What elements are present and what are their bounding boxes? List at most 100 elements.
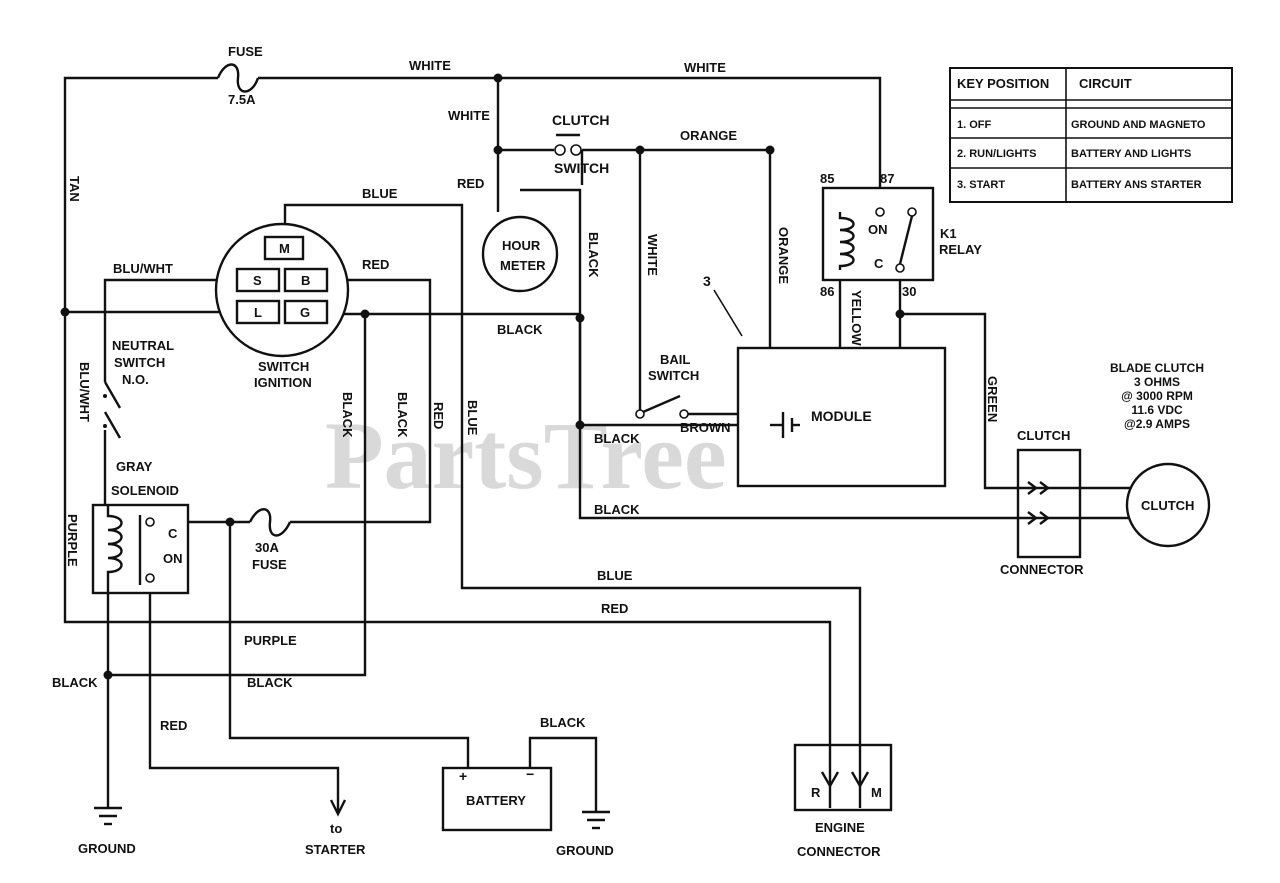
solenoid-name-1: GRAY — [116, 459, 153, 474]
label-red-top: RED — [457, 176, 484, 191]
ignition-label-2: IGNITION — [254, 375, 312, 390]
clutch: CLUTCH — [1125, 462, 1211, 548]
hour-meter: HOUR METER — [481, 215, 559, 293]
callout-3-leader — [713, 289, 743, 337]
blade-clutch-spec-3: @ 3000 RPM — [1121, 389, 1193, 403]
relay-pin-30: 30 — [902, 284, 916, 299]
hour-meter-label-1: HOUR — [502, 238, 541, 253]
neutral-switch-label-3: N.O. — [122, 372, 149, 387]
fuse-30a-label-1: 30A — [255, 540, 279, 555]
clutch-connector-label-1: CLUTCH — [1017, 428, 1070, 443]
wire-labels: FUSE 7.5A WHITE WHITE WHITE ORANGE BLUE … — [52, 44, 1000, 733]
relay-name-1: K1 — [940, 226, 957, 241]
label-black-left: BLACK — [52, 675, 98, 690]
fuse-30a-label-2: FUSE — [252, 557, 287, 572]
key-table-header-position: KEY POSITION — [957, 76, 1049, 91]
label-blue-v: BLUE — [465, 400, 480, 436]
bail-switch-label-1: BAIL — [660, 352, 690, 367]
battery-label: BATTERY — [466, 793, 526, 808]
label-purple-v: PURPLE — [65, 514, 80, 567]
bail-switch-label-2: SWITCH — [648, 368, 699, 383]
blade-clutch-spec-1: BLADE CLUTCH — [1110, 361, 1204, 375]
ignition-switch: M S B L G SWITCH IGNITION — [214, 222, 350, 390]
key-position-table: KEY POSITION CIRCUIT 1. OFF GROUND AND M… — [949, 67, 1233, 203]
label-black-v-meter: BLACK — [586, 232, 601, 278]
solenoid-name-2: SOLENOID — [111, 483, 179, 498]
blade-clutch-specs: BLADE CLUTCH 3 OHMS @ 3000 RPM 11.6 VDC … — [1110, 361, 1204, 431]
relay-contact-on: ON — [868, 222, 888, 237]
ground-left-label: GROUND — [78, 841, 136, 856]
label-black-battery: BLACK — [540, 715, 586, 730]
clutch-switch: CLUTCH SWITCH — [552, 112, 610, 176]
engine-connector-label-2: CONNECTOR — [797, 844, 881, 859]
label-brown: BROWN — [680, 420, 731, 435]
key-table-row-2-circuit: BATTERY AND LIGHTS — [1071, 148, 1191, 160]
engine-pin-r: R — [811, 785, 821, 800]
callout-3: 3 — [703, 273, 711, 289]
ground-symbol-left — [94, 806, 122, 826]
label-blu-wht-top: BLU/WHT — [113, 261, 173, 276]
ignition-terminal-b: B — [301, 273, 310, 288]
label-black-clutch: BLACK — [594, 502, 640, 517]
label-yellow-v: YELLOW — [849, 290, 864, 346]
label-red-v: RED — [431, 402, 446, 429]
clutch-switch-label-1: CLUTCH — [552, 112, 610, 128]
to-starter-label-1: to — [330, 821, 342, 836]
engine-pin-m: M — [871, 785, 882, 800]
ignition-terminal-g: G — [300, 305, 310, 320]
label-blue-low: BLUE — [597, 568, 633, 583]
label-green-v: GREEN — [985, 376, 1000, 422]
wires — [63, 63, 1130, 812]
label-black-v2: BLACK — [395, 392, 410, 438]
label-white-side: WHITE — [448, 108, 490, 123]
clutch-connector: CLUTCH CONNECTOR — [1000, 428, 1084, 577]
label-red-switch: RED — [362, 257, 389, 272]
blade-clutch-spec-2: 3 OHMS — [1134, 375, 1180, 389]
relay-pin-86: 86 — [820, 284, 834, 299]
label-black-v1: BLACK — [340, 392, 355, 438]
ignition-terminal-s: S — [253, 273, 262, 288]
label-tan: TAN — [67, 176, 82, 202]
engine-connector-label-1: ENGINE — [815, 820, 865, 835]
label-red-low: RED — [601, 601, 628, 616]
ignition-label-1: SWITCH — [258, 359, 309, 374]
label-black-bottom: BLACK — [247, 675, 293, 690]
label-red-starter: RED — [160, 718, 187, 733]
key-table-row-3-circuit: BATTERY ANS STARTER — [1071, 179, 1202, 191]
ground-symbol-battery — [582, 810, 610, 830]
key-table-row-1-position: 1. OFF — [957, 119, 992, 131]
junction-dots — [60, 73, 905, 680]
label-fuse: FUSE — [228, 44, 263, 59]
neutral-switch: NEUTRAL SWITCH N.O. — [103, 338, 174, 439]
watermark: PartsTree — [325, 402, 727, 509]
solenoid-contact-c: C — [168, 526, 178, 541]
relay-pin-85: 85 — [820, 171, 834, 186]
clutch-connector-label-2: CONNECTOR — [1000, 562, 1084, 577]
clutch-label: CLUTCH — [1141, 498, 1194, 513]
key-table-row-3-position: 3. START — [957, 179, 1005, 191]
engine-connector: R M ENGINE CONNECTOR — [793, 743, 893, 859]
neutral-switch-label-2: SWITCH — [114, 355, 165, 370]
bail-switch: BAIL SWITCH — [635, 352, 699, 419]
module: MODULE — [736, 346, 947, 488]
ground-battery-label: GROUND — [556, 843, 614, 858]
label-orange-v: ORANGE — [776, 227, 791, 284]
relay-k1: 85 87 86 30 ON C K1 RELAY — [820, 171, 982, 299]
to-starter-label-2: STARTER — [305, 842, 366, 857]
module-label: MODULE — [811, 408, 872, 424]
key-table-row-2-position: 2. RUN/LIGHTS — [957, 148, 1036, 160]
blade-clutch-spec-4: 11.6 VDC — [1131, 403, 1183, 417]
label-blue-top: BLUE — [362, 186, 398, 201]
relay-name-2: RELAY — [939, 242, 982, 257]
clutch-switch-label-2: SWITCH — [554, 160, 609, 176]
battery-plus: + — [459, 768, 467, 784]
label-purple-h: PURPLE — [244, 633, 297, 648]
relay-pin-87: 87 — [880, 171, 894, 186]
label-white-v: WHITE — [645, 234, 660, 276]
label-white-top-left: WHITE — [409, 58, 451, 73]
label-black-bail: BLACK — [594, 431, 640, 446]
hour-meter-label-2: METER — [500, 258, 546, 273]
key-table-header-circuit: CIRCUIT — [1079, 76, 1132, 91]
label-blu-wht-side: BLU/WHT — [77, 362, 92, 422]
